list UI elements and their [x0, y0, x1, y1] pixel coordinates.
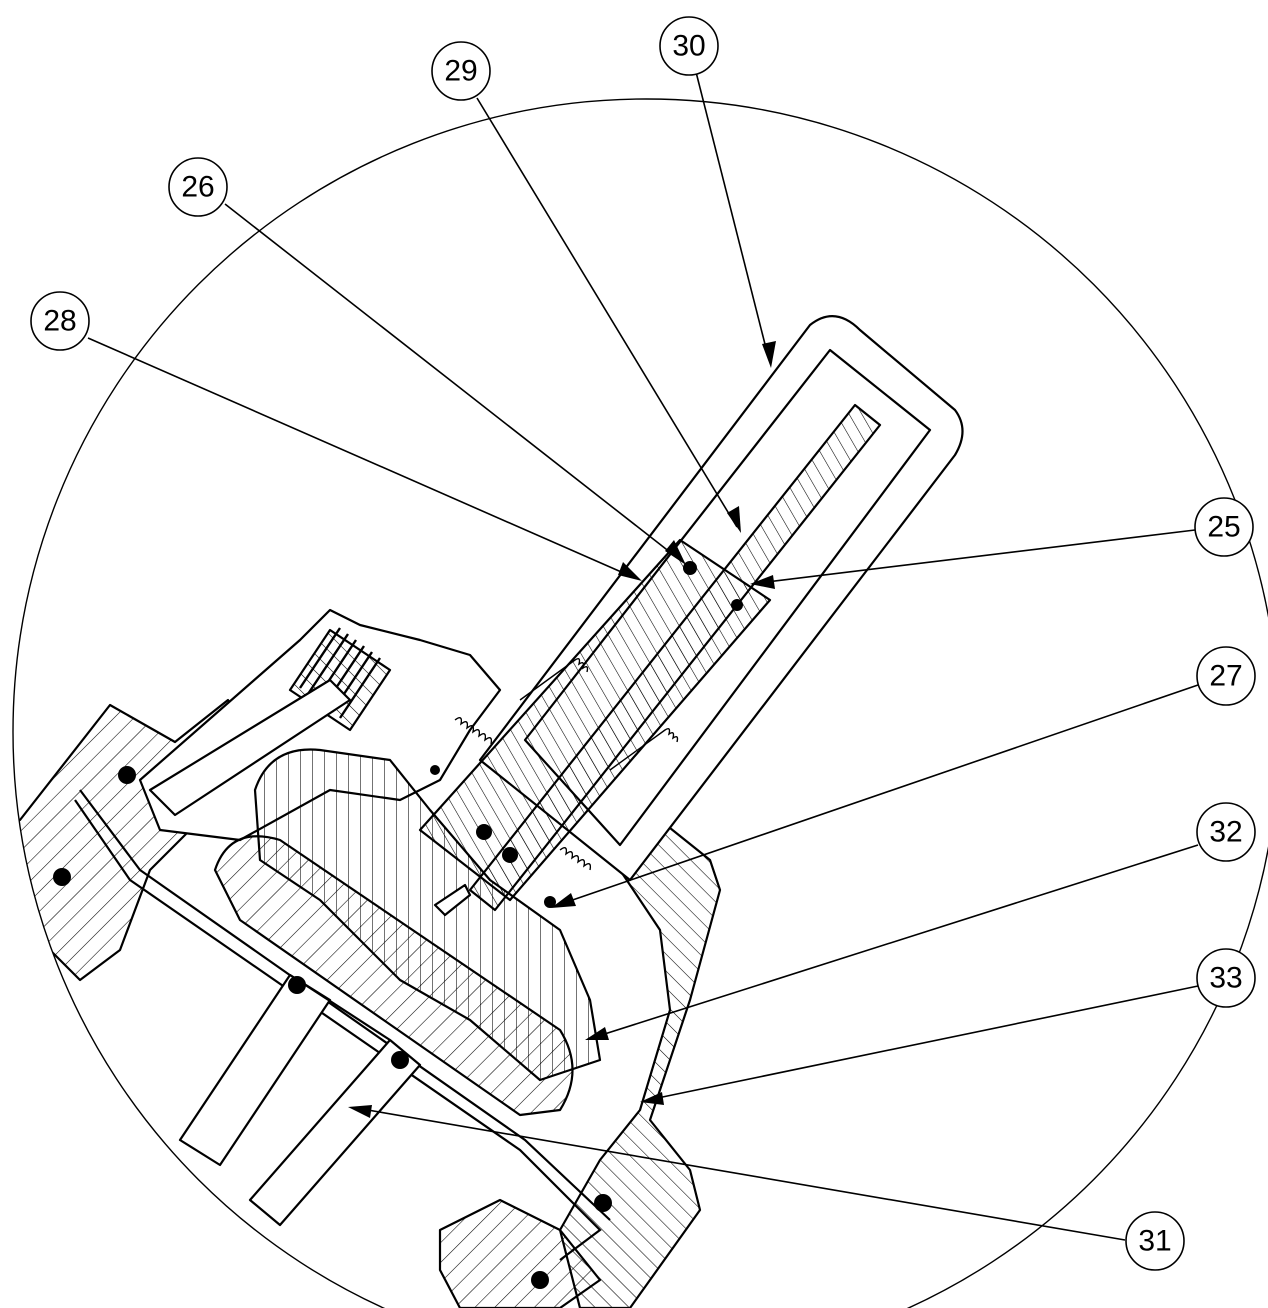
svg-text:32: 32	[1209, 816, 1242, 849]
svg-text:29: 29	[444, 55, 477, 88]
indicator-stem	[468, 403, 882, 912]
assembly-section	[13, 315, 964, 1308]
balloon-33: 33	[1196, 948, 1256, 1008]
balloon-31: 31	[1125, 1211, 1185, 1271]
svg-text:33: 33	[1209, 962, 1242, 995]
balloon-26: 26	[168, 157, 228, 217]
balloon-32: 32	[1196, 802, 1256, 862]
piston-plate	[213, 835, 574, 1117]
svg-text:25: 25	[1207, 511, 1240, 544]
balloon-27: 27	[1196, 646, 1256, 706]
o-rings	[53, 561, 743, 1289]
fitting-block	[138, 608, 502, 842]
balloon-28: 28	[30, 291, 90, 351]
detail-boundary-circle	[12, 98, 1268, 1308]
leaders	[87, 71, 1199, 1241]
svg-text:31: 31	[1138, 1225, 1171, 1258]
retaining-clip	[433, 883, 472, 917]
svg-text:27: 27	[1209, 660, 1242, 693]
fitting-passage	[148, 678, 352, 817]
spring	[454, 657, 679, 871]
balloon-25: 25	[1194, 497, 1254, 557]
svg-text:30: 30	[672, 30, 705, 63]
guide-tube	[178, 973, 422, 1227]
svg-text:26: 26	[181, 171, 214, 204]
right-housing	[558, 808, 722, 1308]
lower-housing	[438, 1198, 602, 1308]
balloon-30: 30	[659, 16, 719, 76]
svg-text:28: 28	[43, 305, 76, 338]
balloon-29: 29	[431, 41, 491, 101]
